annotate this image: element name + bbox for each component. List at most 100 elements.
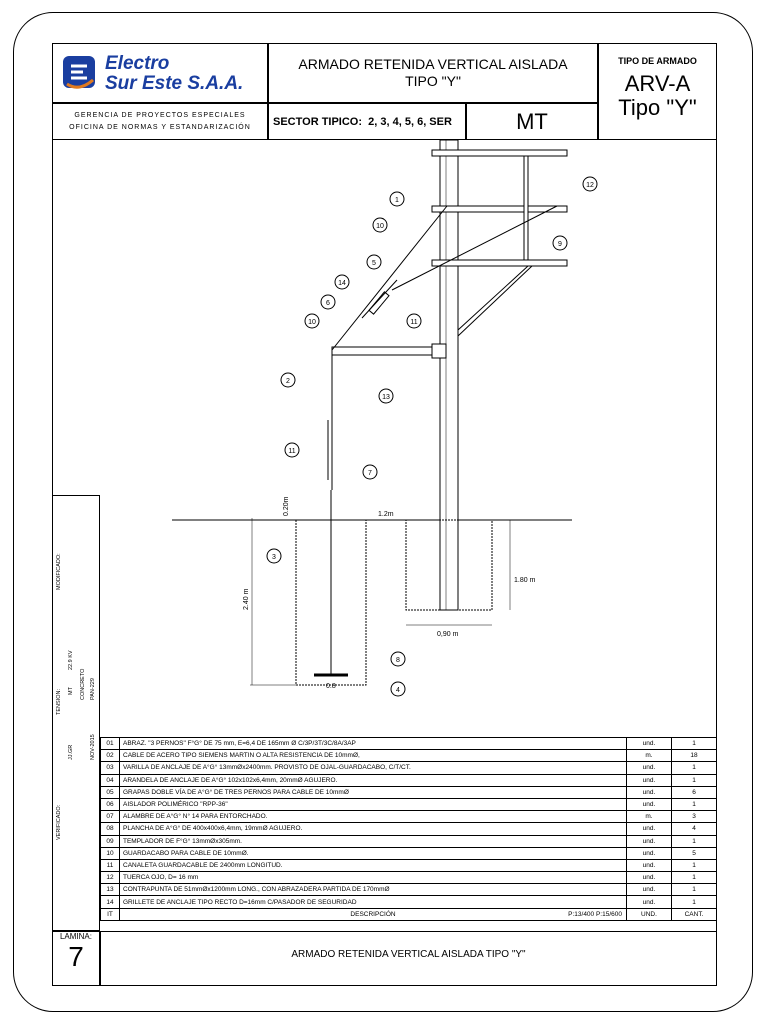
side-value-archivo: PAN-229 <box>90 678 96 700</box>
voltage-box: MT <box>466 103 598 140</box>
callout-text-9: 9 <box>558 241 562 248</box>
sector-box: SECTOR TIPICO: 2, 3, 4, 5, 6, SER <box>268 103 466 140</box>
insulator <box>361 279 398 319</box>
tipo-name: Tipo "Y" <box>618 95 697 120</box>
item-unit: und. <box>626 761 672 775</box>
item-description: GRAPAS DOBLE VÍA DE A°G° DE TRES PERNOS … <box>119 785 627 799</box>
item-unit: und. <box>626 895 672 909</box>
item-description: ALAMBRE DE A°G° N° 14 PARA ENTORCHADO. <box>119 810 627 824</box>
sector-values: 2, 3, 4, 5, 6, SER <box>368 116 452 128</box>
item-unit: und. <box>626 822 672 836</box>
item-qty: 1 <box>671 773 717 787</box>
crossarms <box>431 149 568 337</box>
callout-text-6: 6 <box>326 300 330 307</box>
callout-14 <box>334 274 350 290</box>
dim-12: 1.2m <box>378 511 394 518</box>
sector-label: SECTOR TIPICO: <box>273 116 363 128</box>
item-unit: und. <box>626 785 672 799</box>
callout-12 <box>582 176 598 192</box>
company-logo-icon <box>63 56 95 89</box>
item-qty: 1 <box>671 871 717 885</box>
dim-180: 1.80 m <box>514 577 536 584</box>
callout-text-1: 1 <box>395 197 399 204</box>
materials-table-header: IT DESCRIPCIÓN P:13/400 P:15/600 UND. CA… <box>100 907 717 921</box>
item-qty: 1 <box>671 834 717 848</box>
item-description: TUERCA OJO, D= 16 mm <box>119 871 627 885</box>
dim-240: 2.40 m <box>243 588 250 610</box>
technical-drawing: 2.40 m 1.80 m 0,90 m 1.2m 0.20m 0.8 1 12… <box>172 140 598 697</box>
callout-text-3: 3 <box>272 554 276 561</box>
document-title-line1: ARMADO RETENIDA VERTICAL AISLADA <box>298 56 568 72</box>
pole-foundation <box>405 519 493 611</box>
item-unit: und. <box>626 736 672 751</box>
company-name-line2: Sur Este S.A.A. <box>105 73 244 94</box>
callout-text-11a: 11 <box>410 319 417 326</box>
item-qty: 4 <box>671 822 717 836</box>
dim-08: 0.8 <box>326 683 336 690</box>
callout-text-7: 7 <box>368 470 372 477</box>
item-number: 03 <box>100 761 120 775</box>
item-number: 11 <box>100 858 120 873</box>
item-qty: 5 <box>671 846 717 860</box>
callout-8 <box>390 651 406 667</box>
callout-text-13: 13 <box>382 394 390 401</box>
item-number: 13 <box>100 883 120 897</box>
callout-4 <box>390 681 406 697</box>
lamina-number: 7 <box>68 941 84 972</box>
department-box: GERENCIA DE PROYECTOS ESPECIALES OFICINA… <box>52 103 268 140</box>
item-number: 07 <box>100 810 120 824</box>
item-number: 14 <box>100 895 120 909</box>
item-number: 12 <box>100 871 120 885</box>
callout-11a <box>406 313 422 329</box>
header-ref: P:13/400 P:15/600 <box>568 910 622 918</box>
item-description: AISLADOR POLIMÉRICO "RPP-36" <box>119 797 627 812</box>
item-unit: und. <box>626 834 672 848</box>
item-number: 05 <box>100 785 120 799</box>
tipo-box: TIPO DE ARMADO ARV-A Tipo "Y" <box>598 43 717 140</box>
header-qty: CANT. <box>671 907 717 921</box>
item-qty: 1 <box>671 883 717 897</box>
item-description: VARILLA DE ANCLAJE DE A°G° 13mmØx2400mm.… <box>119 761 627 775</box>
lamina-label: LAMINA: <box>59 932 92 941</box>
side-value-peso: CONCRETO <box>80 668 86 700</box>
item-unit: und. <box>626 797 672 812</box>
revision-block <box>52 495 100 931</box>
callout-11b <box>284 442 300 458</box>
document-title-line2: TIPO "Y" <box>405 73 461 89</box>
callout-5 <box>366 254 382 270</box>
side-value-fecha: NOV-2015 <box>90 734 96 760</box>
item-unit: m. <box>626 749 672 763</box>
footer-title: ARMADO RETENIDA VERTICAL AISLADA TIPO "Y… <box>291 949 526 960</box>
voltage-value: MT <box>516 109 548 134</box>
item-description: ABRAZ. "3 PERNOS" F°G° DE 75 mm, E=6,4 D… <box>119 736 627 751</box>
item-qty: 6 <box>671 785 717 799</box>
item-number: 06 <box>100 797 120 812</box>
callout-text-12: 12 <box>586 182 594 189</box>
header-description: DESCRIPCIÓN <box>350 910 396 918</box>
item-qty: 1 <box>671 858 717 873</box>
item-number: 04 <box>100 773 120 787</box>
dim-020: 0.20m <box>283 496 290 516</box>
callout-9 <box>552 235 568 251</box>
item-unit: und. <box>626 858 672 873</box>
department-line2: OFICINA DE NORMAS Y ESTANDARIZACIÓN <box>69 124 251 131</box>
side-value-tension: 22.9 KV <box>68 650 74 670</box>
item-description: CABLE DE ACERO TIPO SIEMENS MARTIN O ALT… <box>119 749 627 763</box>
header-it: IT <box>100 907 120 921</box>
callout-text-10b: 10 <box>308 319 316 326</box>
tipo-label: TIPO DE ARMADO <box>618 56 697 66</box>
callout-text-8: 8 <box>396 657 400 664</box>
callout-2 <box>280 372 296 388</box>
item-number: 09 <box>100 834 120 848</box>
callout-13 <box>378 388 394 404</box>
item-description: CONTRAPUNTA DE 51mmØx1200mm LONG., CON A… <box>119 883 627 897</box>
guy-wires <box>331 205 558 490</box>
